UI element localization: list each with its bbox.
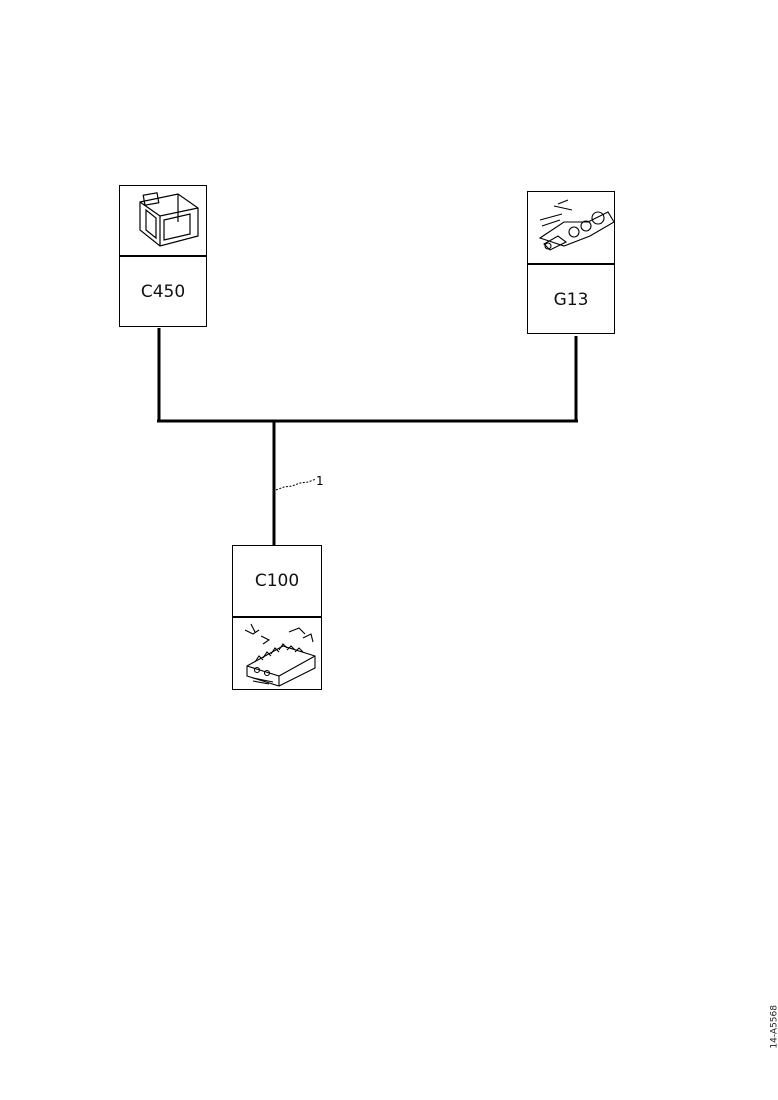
connector-label: C100 — [254, 571, 300, 591]
connector-g13[interactable]: G13 — [527, 191, 615, 334]
connector-c450[interactable]: C450 — [119, 185, 207, 327]
divider — [233, 616, 321, 620]
wire-label-leader — [275, 478, 317, 491]
multi-pin-connector-icon — [233, 620, 321, 690]
ground-eyelet-connector-icon — [528, 192, 614, 262]
figure-reference-code: 14-A5568 — [770, 1005, 778, 1049]
connector-label: G13 — [553, 289, 589, 310]
divider — [528, 263, 614, 265]
connector-label: C450 — [140, 282, 186, 302]
connector-block-icon — [120, 186, 206, 256]
wire-label: 1 — [316, 474, 324, 488]
connector-c100[interactable]: C100 — [232, 545, 322, 690]
divider — [120, 255, 206, 257]
